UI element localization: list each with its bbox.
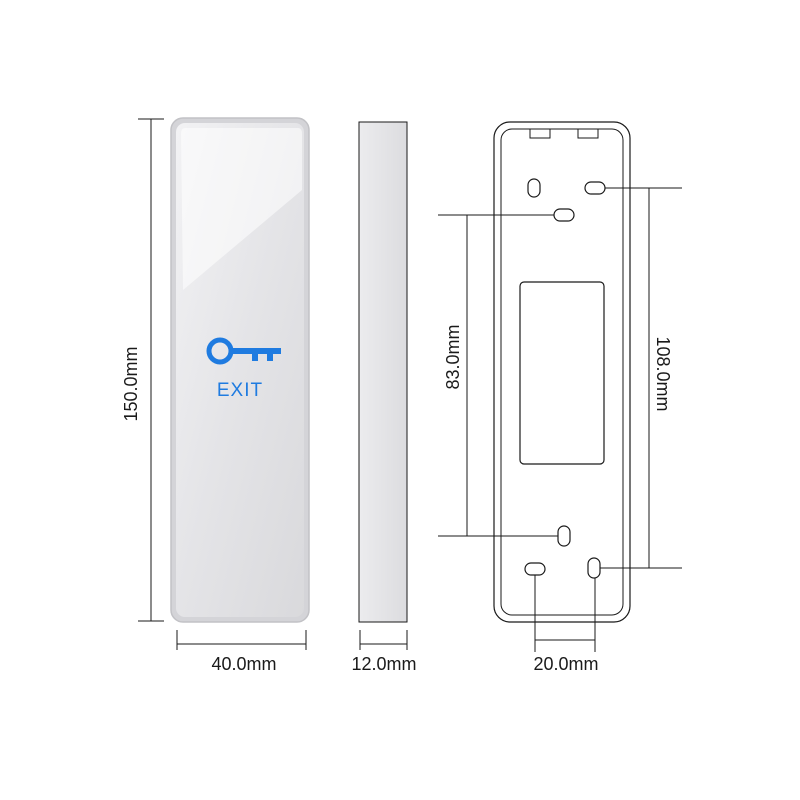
back-panel-inner (500, 128, 624, 616)
depth-dimension-label: 12.0mm (351, 654, 416, 674)
top-clip-left (529, 128, 551, 139)
side-panel (358, 121, 408, 623)
inner-spacing-label: 83.0mm (443, 324, 463, 389)
back-view: 83.0mm 108.0mm 20.0mm (438, 121, 682, 674)
height-dimension-label: 150.0mm (121, 346, 141, 421)
exit-label: EXIT (217, 380, 263, 401)
side-view: 12.0mm (351, 121, 417, 674)
top-clip-right (577, 128, 599, 139)
back-panel-outer (493, 121, 631, 623)
width-dimension-label: 40.0mm (211, 654, 276, 674)
key-icon (206, 337, 281, 365)
wire-cutout (519, 281, 605, 465)
mounting-hole-top-left (527, 178, 541, 198)
front-panel-reflection (181, 128, 302, 290)
horizontal-spacing-label: 20.0mm (533, 654, 598, 674)
outer-spacing-label: 108.0mm (653, 336, 673, 411)
front-view: EXIT 150.0mm 40.0mm (121, 117, 310, 674)
